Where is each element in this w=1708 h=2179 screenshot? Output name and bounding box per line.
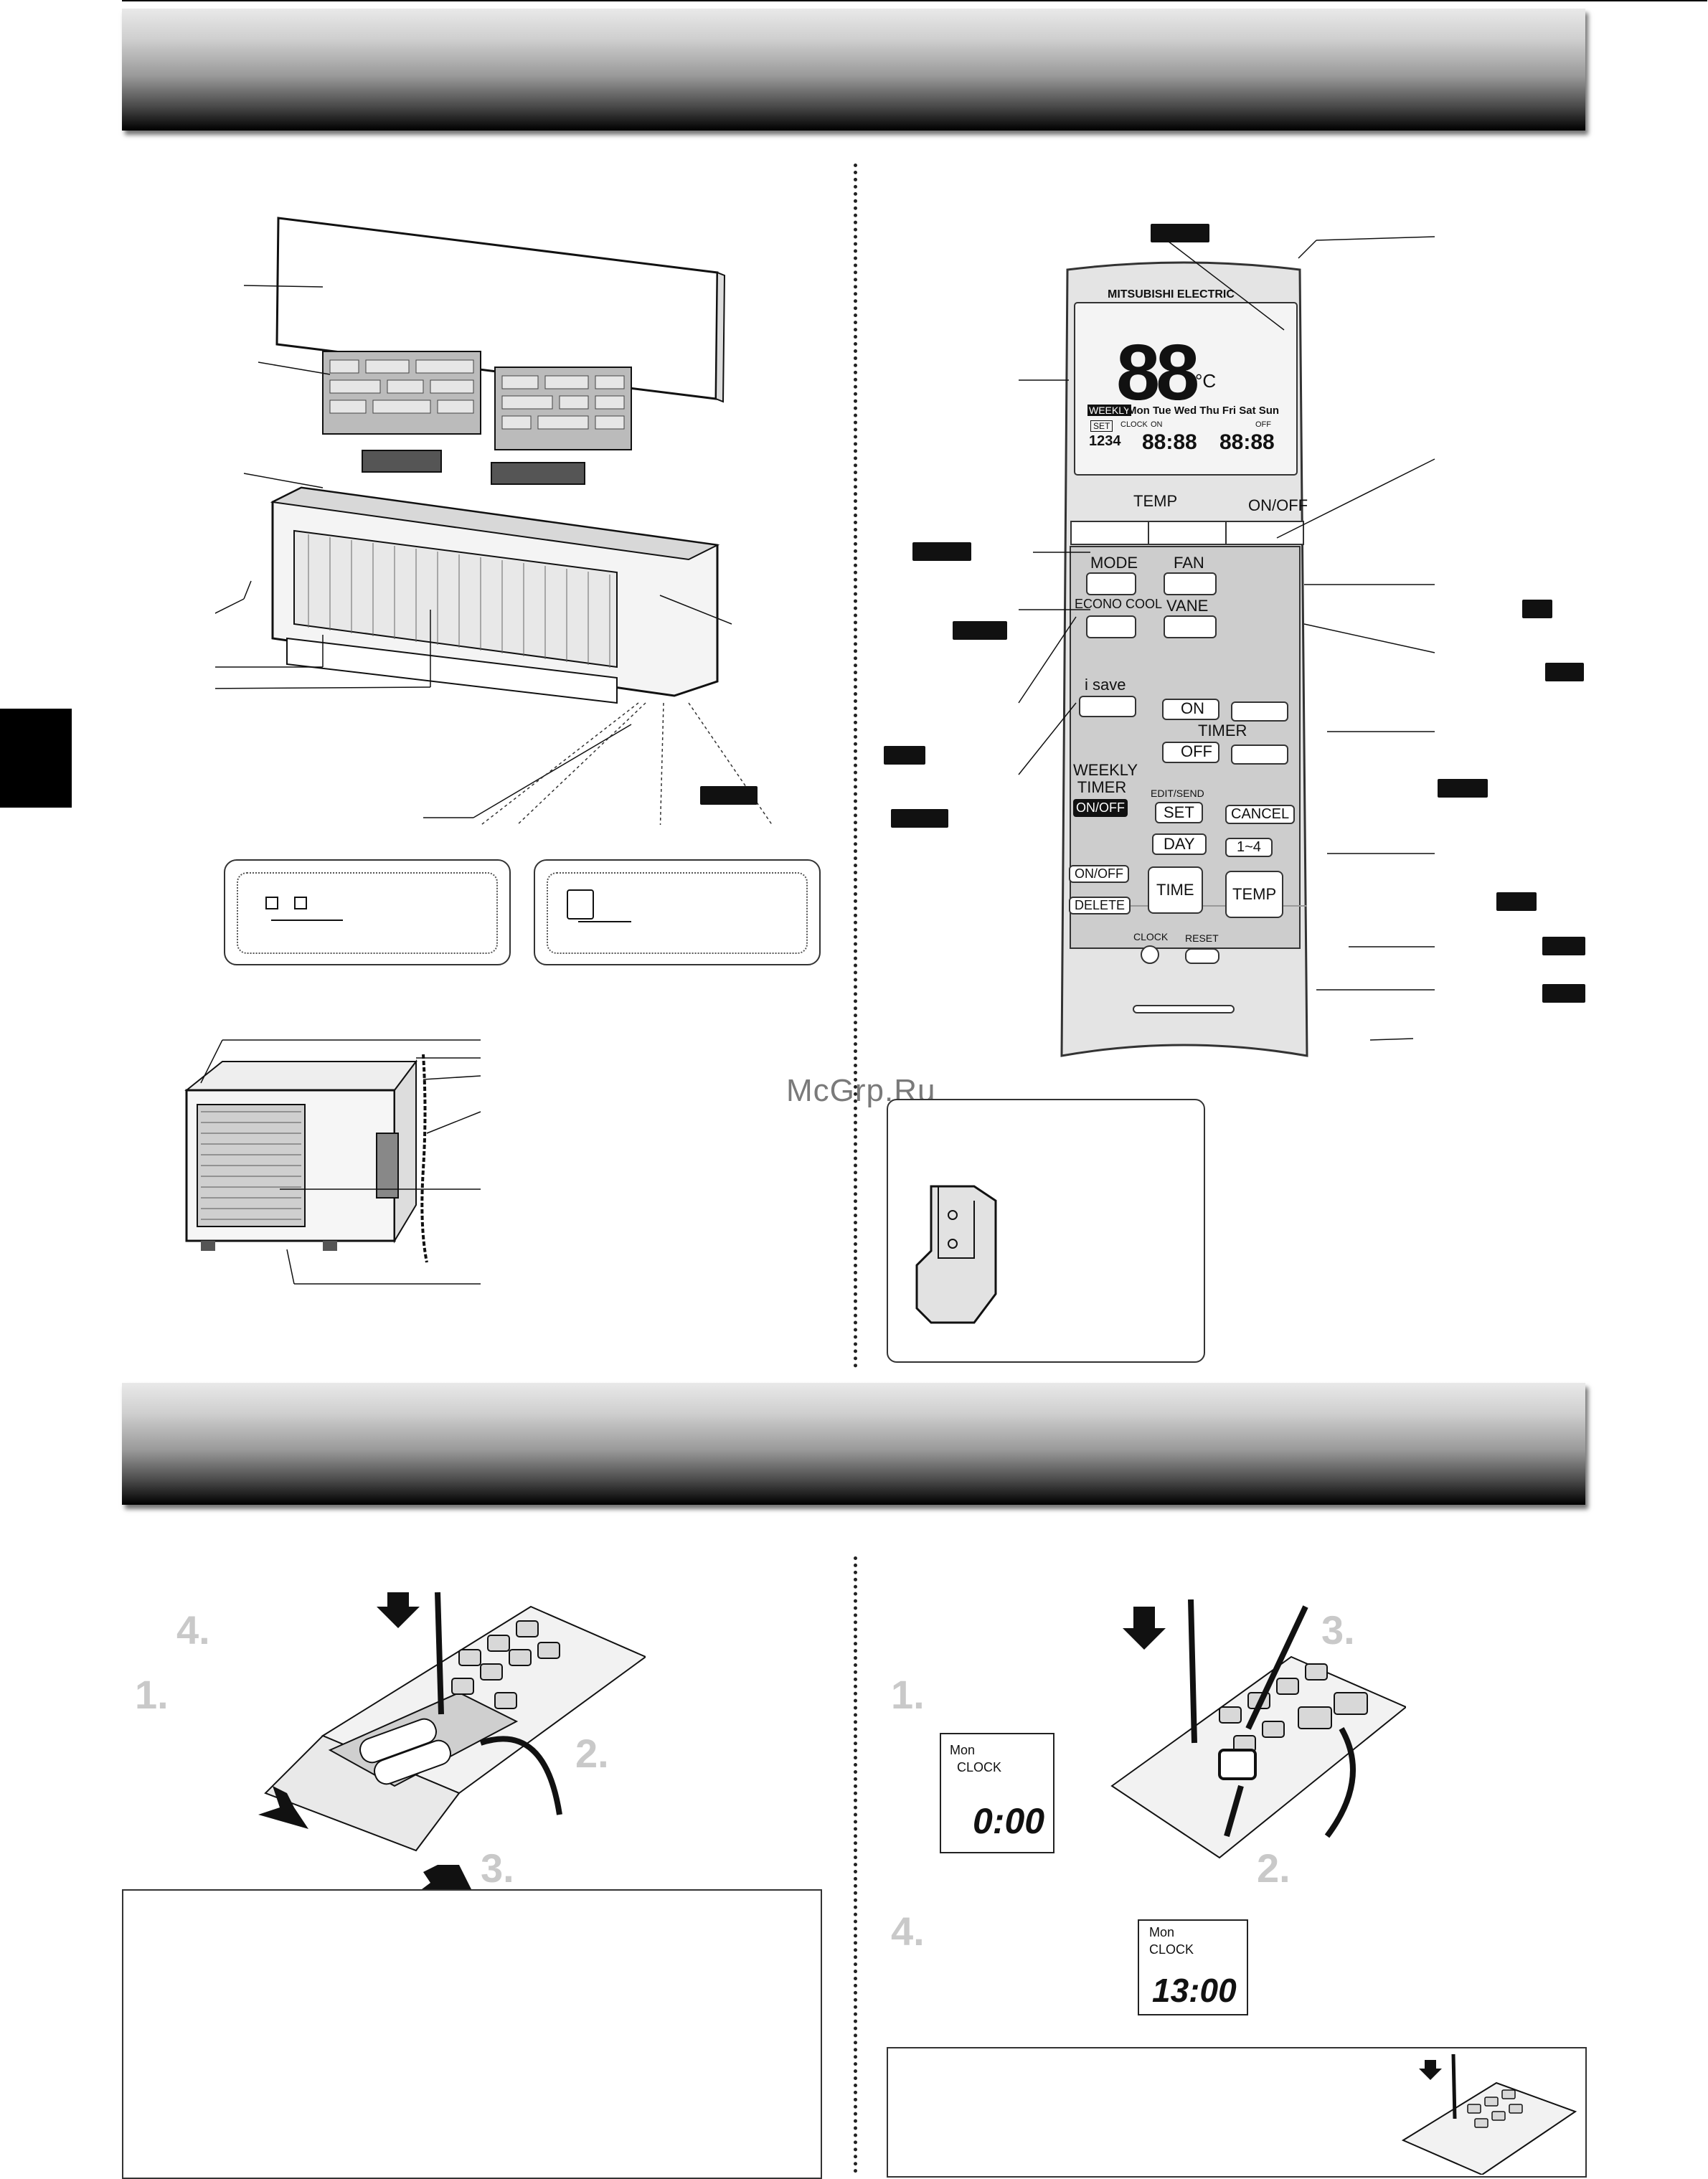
isave-button[interactable] <box>1079 696 1136 717</box>
lcd-on: ON <box>1151 420 1163 429</box>
lcd-set: SET <box>1090 420 1113 432</box>
timer-down-button[interactable] <box>1231 745 1288 765</box>
step-3-right: 3. <box>1321 1607 1355 1653</box>
remote-callout-lines <box>1018 236 1435 1041</box>
outdoor-unit-illustration <box>184 1039 481 1285</box>
badge-11 <box>1542 984 1585 1003</box>
lcd-prog-nums: 1234 <box>1089 433 1121 449</box>
clock-display-1: Mon CLOCK 0:00 <box>940 1733 1054 1853</box>
mode-label: MODE <box>1090 554 1138 572</box>
badge-9 <box>1496 892 1537 911</box>
onoff-button[interactable]: ON/OFF <box>1069 865 1129 883</box>
badge-1 <box>1151 224 1209 242</box>
econo-cool-label: ECONO COOL <box>1075 597 1163 611</box>
clock-button[interactable] <box>1141 945 1159 964</box>
clock-display-1-label: CLOCK <box>957 1760 1002 1774</box>
badge-8 <box>891 809 948 828</box>
reset-note-box <box>887 2047 1587 2178</box>
temp-up-button[interactable] <box>1148 521 1227 545</box>
remote-holder-icon <box>915 1185 997 1324</box>
step-3-left: 3. <box>481 1845 514 1891</box>
section-banner-top <box>122 9 1585 131</box>
mode-button[interactable] <box>1086 572 1136 595</box>
badge-3 <box>953 621 1007 640</box>
label-badge <box>700 786 758 805</box>
weekly-onoff-button[interactable]: ON/OFF <box>1073 799 1128 817</box>
clock-label: CLOCK <box>1133 931 1169 942</box>
lcd-clock: CLOCK <box>1120 420 1148 429</box>
battery-note-box <box>122 1889 822 2179</box>
step-4-left: 4. <box>176 1607 210 1653</box>
detail-box-left <box>224 859 511 965</box>
timer-label: TIMER <box>1198 722 1247 739</box>
temp-button[interactable]: TEMP <box>1225 871 1284 918</box>
step-4-right: 4. <box>891 1909 925 1954</box>
brand-logo-text: MITSUBISHI ELECTRIC <box>1108 288 1235 301</box>
step-1-left: 1. <box>135 1672 169 1717</box>
battery-insertion-illustration <box>258 1592 646 1894</box>
temp-down-button[interactable] <box>1070 521 1149 545</box>
badge-6 <box>884 746 925 765</box>
econo-cool-button[interactable] <box>1086 615 1136 638</box>
lcd-weekly: WEEKLY <box>1087 405 1132 416</box>
badge-5 <box>1545 663 1584 681</box>
timer-on-button[interactable] <box>1162 699 1219 720</box>
lcd-days: Mon Tue Wed Thu Fri Sat Sun <box>1128 405 1280 417</box>
lcd-time-b: 88:88 <box>1219 430 1275 454</box>
set-button[interactable]: SET <box>1155 802 1203 823</box>
clock-display-2-label: CLOCK <box>1149 1942 1194 1957</box>
badge-2 <box>912 542 971 561</box>
top-rule <box>122 0 1707 1</box>
detail-box-right <box>534 859 821 965</box>
lcd-screen: 88 °C WEEKLY Mon Tue Wed Thu Fri Sat Sun… <box>1087 313 1285 463</box>
indoor-unit-illustration <box>215 217 773 825</box>
vane-button[interactable] <box>1164 615 1217 638</box>
step-2-right: 2. <box>1257 1845 1291 1891</box>
remote-controller: MITSUBISHI ELECTRIC 88 °C WEEKLY Mon Tue… <box>1033 260 1341 1070</box>
clock-display-2-time: 13:00 <box>1152 1972 1237 2009</box>
lcd-time-a: 88:88 <box>1142 430 1197 454</box>
clock-display-2: Mon CLOCK 13:00 <box>1138 1919 1248 2015</box>
cancel-button[interactable]: CANCEL <box>1225 805 1296 824</box>
timer-off-button[interactable] <box>1162 742 1219 763</box>
time-button[interactable]: TIME <box>1148 866 1203 914</box>
badge-4 <box>1522 600 1552 618</box>
step-1-right: 1. <box>891 1672 925 1717</box>
timer-off-label: OFF <box>1181 742 1212 760</box>
reset-remote-thumbnail <box>1401 2054 1577 2175</box>
vane-label: VANE <box>1166 597 1209 615</box>
clock-setting-illustration <box>1110 1599 1406 1859</box>
edit-send-label: EDIT/SEND <box>1151 788 1204 799</box>
lcd-off: OFF <box>1255 420 1271 429</box>
fan-label: FAN <box>1174 554 1204 572</box>
lcd-digits: 88 <box>1116 328 1199 417</box>
clock-display-2-day: Mon <box>1149 1925 1175 1939</box>
weekly-timer-label: WEEKLY TIMER <box>1073 761 1138 796</box>
badge-10 <box>1542 937 1585 955</box>
chapter-tab <box>0 709 72 808</box>
section-banner-middle <box>122 1383 1585 1505</box>
isave-label: i save <box>1085 676 1126 694</box>
remote-holder-box <box>887 1099 1205 1363</box>
delete-button[interactable]: DELETE <box>1069 897 1131 914</box>
clock-display-1-time: 0:00 <box>973 1801 1045 1841</box>
reset-button[interactable] <box>1185 948 1219 964</box>
timer-on-label: ON <box>1181 699 1204 717</box>
column-divider-bottom <box>854 1556 857 2173</box>
power-button[interactable] <box>1225 521 1304 545</box>
step-2-left: 2. <box>575 1731 609 1776</box>
column-divider-top <box>854 164 857 1369</box>
badge-7 <box>1438 779 1488 798</box>
timer-up-button[interactable] <box>1231 701 1288 722</box>
fan-button[interactable] <box>1164 572 1217 595</box>
temp-label: TEMP <box>1133 492 1178 510</box>
range-button[interactable]: 1~4 <box>1225 838 1273 857</box>
lcd-unit: °C <box>1195 370 1217 392</box>
reset-label: RESET <box>1185 932 1219 944</box>
day-button[interactable]: DAY <box>1152 833 1207 855</box>
onoff-label: ON/OFF <box>1248 496 1308 514</box>
clock-display-1-day: Mon <box>950 1743 976 1757</box>
